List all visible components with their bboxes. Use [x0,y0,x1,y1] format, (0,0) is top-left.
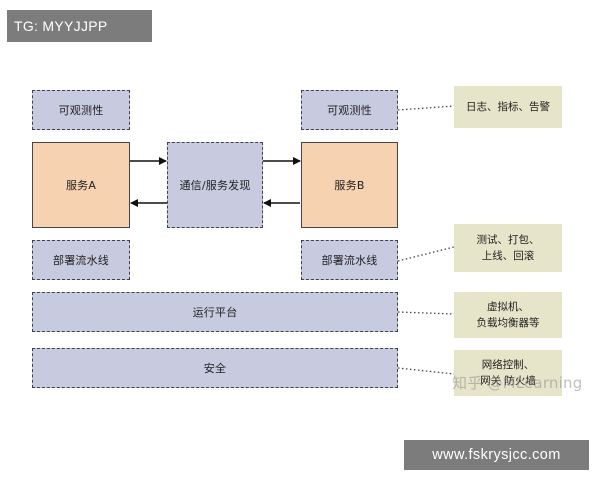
leader-pipeline [397,246,455,262]
note-pipeline-line2: 上线、回滚 [481,250,535,262]
discovery-box: 通信/服务发现 [167,142,263,228]
note-pipeline-line1: 测试、打包、 [476,234,540,246]
bottom-right-watermark: www.fskrysjcc.com [404,440,589,470]
top-left-watermark: TG: MYYJJPP [7,10,152,42]
discovery-label: 通信/服务发现 [179,179,251,192]
note-security-line1: 网络控制、 [481,359,535,371]
runtime-platform-label: 运行平台 [192,306,238,319]
service-a-observability-box: 可观测性 [32,90,130,130]
service-a-pipeline-box: 部署流水线 [32,240,130,280]
note-runtime: 虚拟机、 负载均衡器等 [454,292,562,338]
service-b-label: 服务B [334,179,365,192]
service-b-box: 服务B [301,142,398,228]
leader-security [397,367,455,375]
service-a-label: 服务A [65,179,97,192]
service-b-pipeline-label: 部署流水线 [321,254,378,267]
note-runtime-line1: 虚拟机、 [487,301,529,313]
top-left-watermark-text: TG: MYYJJPP [14,18,108,34]
note-observability: 日志、指标、告警 [454,86,562,128]
service-a-box: 服务A [32,142,130,228]
security-label: 安全 [203,362,227,375]
leader-observability [397,105,455,111]
note-security: 网络控制、 网关 防火墙 [454,350,562,396]
leader-runtime [397,311,455,315]
runtime-platform-box: 运行平台 [32,292,398,332]
service-b-observability-box: 可观测性 [301,90,398,130]
service-b-observability-label: 可观测性 [327,104,372,117]
note-pipeline: 测试、打包、 上线、回滚 [454,224,562,272]
zhihu-watermark: 知乎 @MLearning [452,374,583,392]
note-security-line2: 网关 防火墙 [480,375,536,387]
service-a-pipeline-label: 部署流水线 [53,254,109,267]
note-observability-text: 日志、指标、告警 [466,101,550,113]
service-b-pipeline-box: 部署流水线 [301,240,398,280]
service-a-observability-label: 可观测性 [58,104,104,117]
security-box: 安全 [32,348,398,388]
note-runtime-line2: 负载均衡器等 [476,317,540,329]
bottom-right-watermark-text: www.fskrysjcc.com [432,447,561,463]
